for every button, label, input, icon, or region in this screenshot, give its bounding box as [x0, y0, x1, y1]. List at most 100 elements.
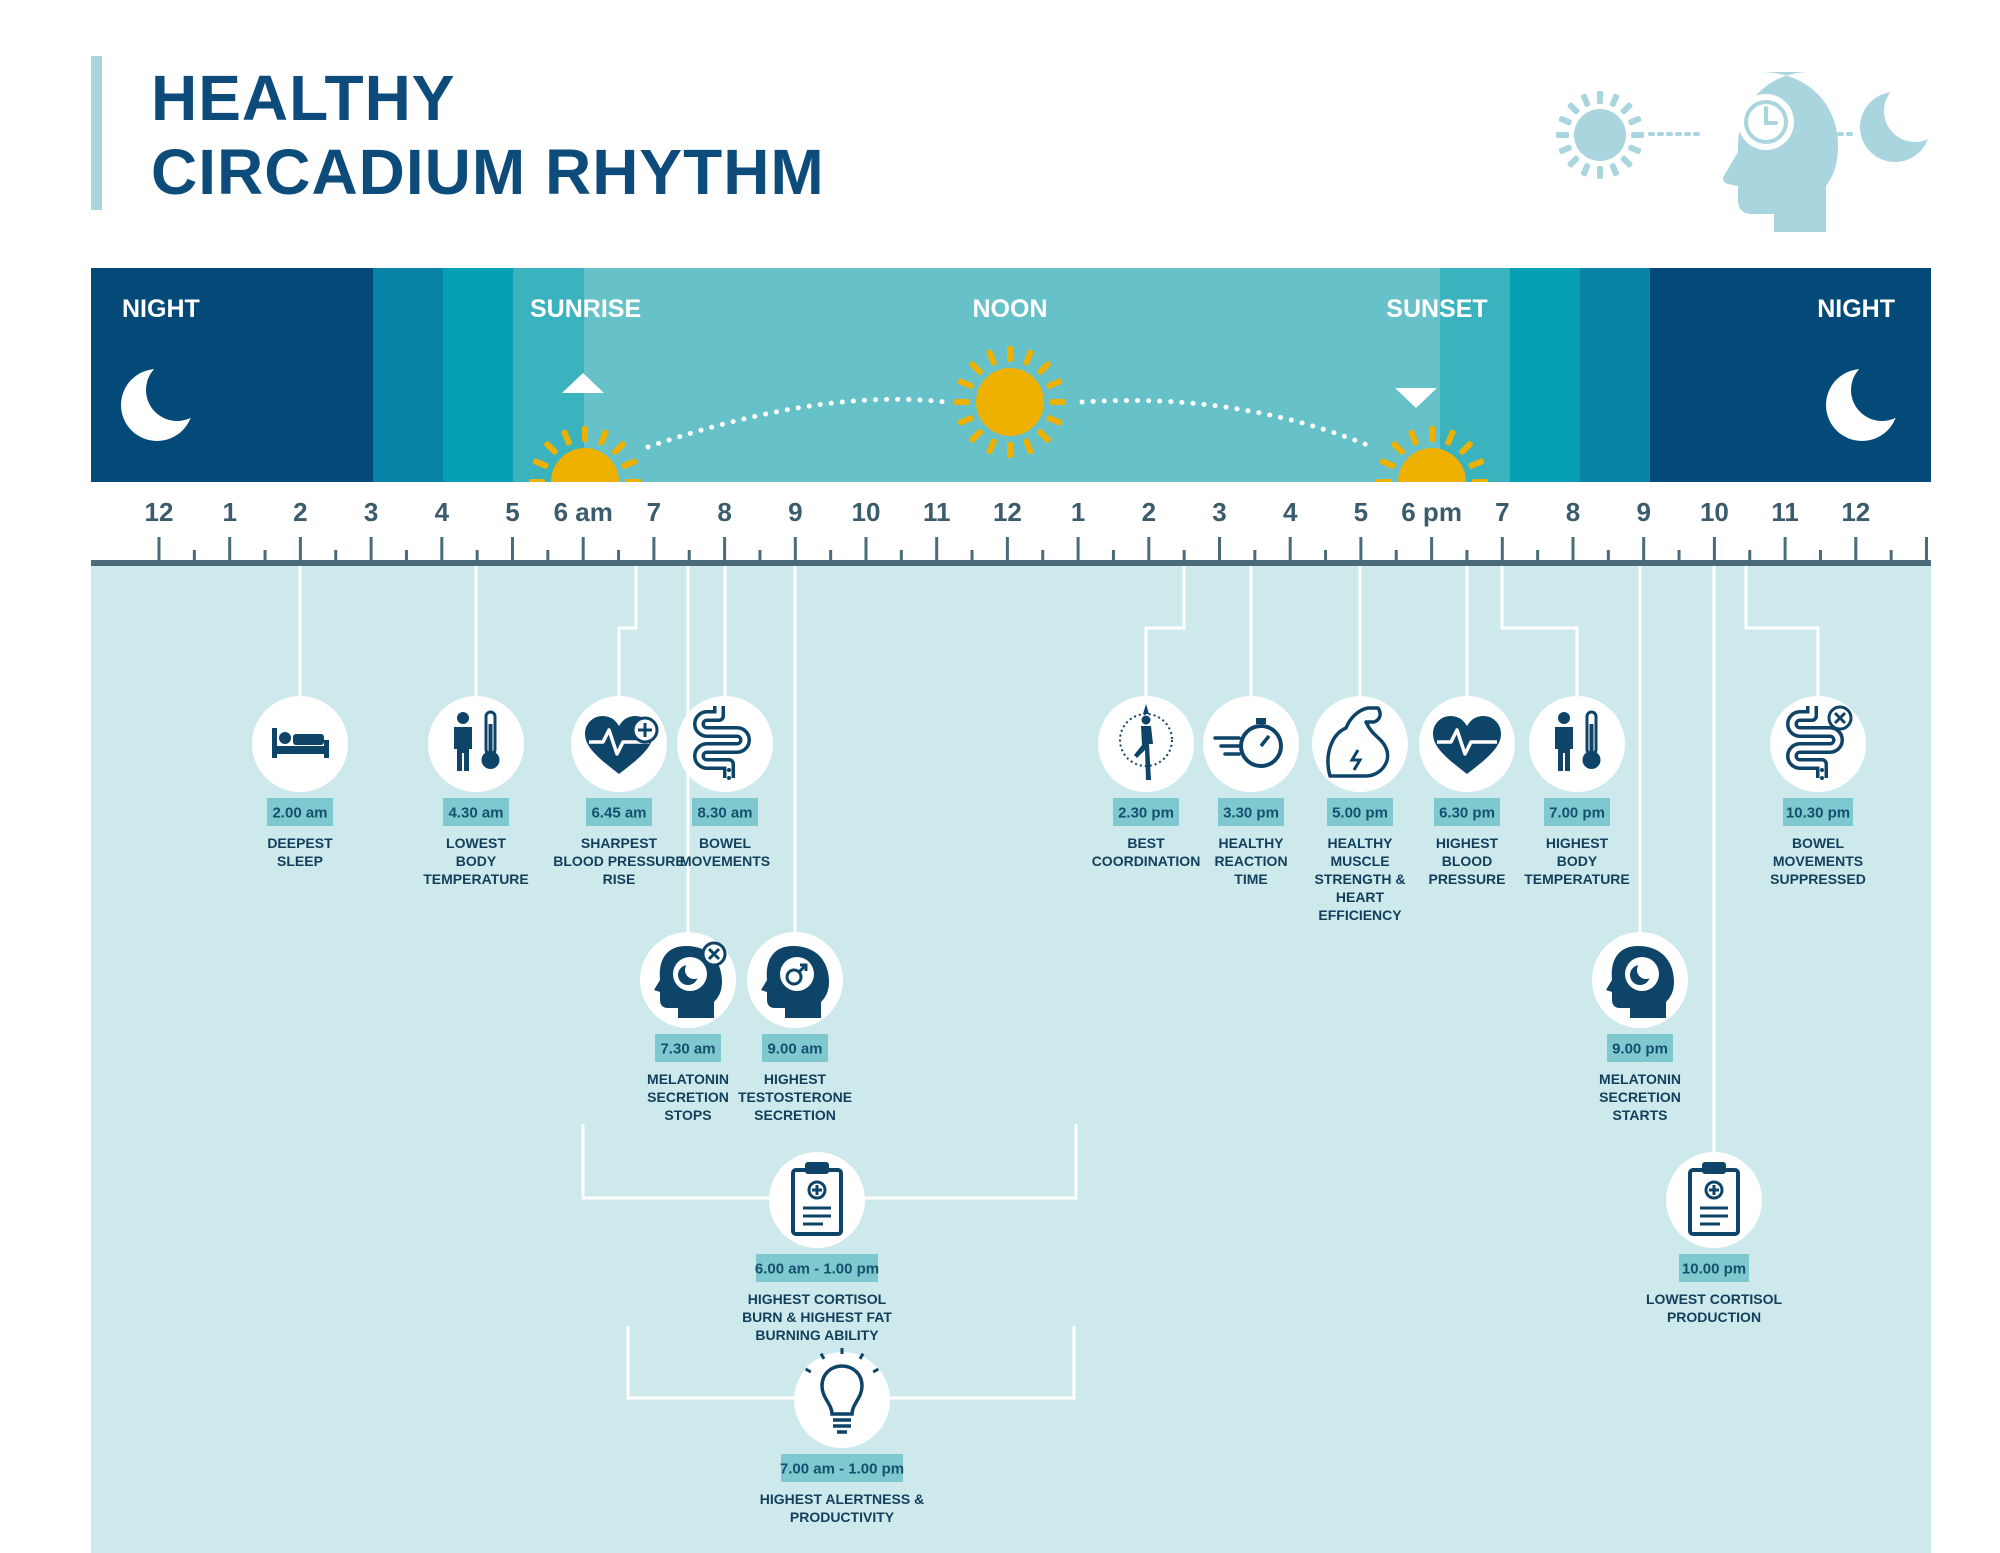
event-description: EFFICIENCY — [1318, 907, 1402, 923]
hour-label: 3 — [1212, 497, 1226, 527]
person-thermometer-icon — [1555, 710, 1601, 771]
event-time: 10.30 pm — [1786, 805, 1850, 822]
event-time: 6.45 am — [591, 805, 646, 822]
event-time-tag — [1679, 1254, 1749, 1282]
event-description: PRODUCTIVITY — [790, 1509, 895, 1525]
event-time-tag — [762, 1034, 828, 1062]
title-line-2: CIRCADIUM RHYTHM — [151, 136, 825, 208]
event-time: 7.00 pm — [1549, 805, 1605, 822]
intestine-cross-icon — [1786, 705, 1853, 780]
event-icon-circle — [794, 1352, 890, 1448]
event-time: 3.30 pm — [1223, 805, 1279, 822]
heart-pulse-icon — [1433, 715, 1501, 774]
event-time-tag — [1434, 798, 1500, 826]
event-description: HEALTHY — [1218, 835, 1284, 851]
event-time: 8.30 am — [697, 805, 752, 822]
head-moon-cross-icon — [654, 941, 727, 1018]
title-line-1: HEALTHY — [151, 62, 456, 134]
event-description: STRENGTH & — [1315, 871, 1406, 887]
event-time-tag — [1607, 1034, 1673, 1062]
event-node: 7.00 am - 1.00 pm HIGHEST ALERTNESS & PROD… — [760, 1348, 924, 1525]
event-description: SECRETION — [754, 1107, 836, 1123]
event-time-tag — [1113, 798, 1179, 826]
hour-label: 11 — [923, 497, 951, 527]
event-description: HEART — [1336, 889, 1385, 905]
event-description: RISE — [603, 871, 636, 887]
moon-icon — [1860, 80, 1946, 162]
moon-icon — [121, 359, 208, 441]
hour-label: 3 — [364, 497, 378, 527]
event-description: BODY — [456, 853, 497, 869]
muscle-arm-icon — [1326, 706, 1390, 778]
event-description: LOWEST — [446, 835, 506, 851]
hour-label: 1 — [1071, 497, 1085, 527]
bed-icon — [272, 728, 329, 758]
event-time: 9.00 am — [767, 1041, 822, 1058]
event-time-tag — [1783, 798, 1853, 826]
event-description: REACTION — [1214, 853, 1287, 869]
event-description: BOWEL — [699, 835, 752, 851]
event-time-tag — [1544, 798, 1610, 826]
event-description: BURN & HIGHEST FAT — [742, 1309, 892, 1325]
event-description: BEST — [1127, 835, 1165, 851]
event-description: STOPS — [664, 1107, 711, 1123]
event-description: PRESSURE — [1428, 871, 1505, 887]
event-description: DEEPEST — [267, 835, 333, 851]
hour-label: 7 — [647, 497, 661, 527]
rising-sun-icon — [529, 426, 641, 482]
hour-label: 8 — [1566, 497, 1580, 527]
event-description: BOWEL — [1792, 835, 1845, 851]
band-label-sunset: SUNSET — [1386, 295, 1487, 323]
lightbulb-icon — [804, 1348, 880, 1434]
band-label-night-left: NIGHT — [122, 295, 200, 323]
hour-label: 12 — [993, 497, 1022, 527]
event-time-tag — [655, 1034, 721, 1062]
event-description: BODY — [1557, 853, 1598, 869]
event-description: PRODUCTION — [1667, 1309, 1761, 1325]
event-description: STARTS — [1613, 1107, 1668, 1123]
sun-icon — [1556, 91, 1644, 179]
event-icon-circle — [1529, 696, 1625, 792]
hour-label: 10 — [1700, 497, 1729, 527]
event-description: BURNING ABILITY — [755, 1327, 879, 1343]
noon-sun-icon — [954, 346, 1066, 458]
hour-label: 4 — [435, 497, 450, 527]
event-description: HIGHEST ALERTNESS & — [760, 1491, 924, 1507]
event-icon-circle — [428, 696, 524, 792]
head-moon-icon — [1606, 946, 1674, 1018]
hour-label: 10 — [852, 497, 881, 527]
hour-label: 9 — [788, 497, 802, 527]
band-label-sunrise: SUNRISE — [530, 295, 641, 323]
event-description: BLOOD PRESSURE — [553, 853, 684, 869]
event-description: MOVEMENTS — [680, 853, 770, 869]
event-description: BLOOD — [1442, 853, 1493, 869]
event-description: MUSCLE — [1330, 853, 1389, 869]
event-time: 6.30 pm — [1439, 805, 1495, 822]
event-time: 10.00 pm — [1682, 1261, 1746, 1278]
hour-label: 11 — [1771, 497, 1799, 527]
moon-icon — [1826, 359, 1913, 441]
band-label-night-right: NIGHT — [1817, 295, 1895, 323]
event-time: 2.30 pm — [1118, 805, 1174, 822]
event-description: MOVEMENTS — [1773, 853, 1863, 869]
hour-label: 12 — [145, 497, 174, 527]
event-description: HEALTHY — [1327, 835, 1393, 851]
event-description: HIGHEST — [1546, 835, 1609, 851]
event-time-tag — [756, 1254, 878, 1282]
event-node: 8.30 am BOWEL MOVEMENTS — [677, 696, 773, 869]
event-time: 4.30 am — [448, 805, 503, 822]
event-description: SECRETION — [647, 1089, 729, 1105]
hour-label: 12 — [1841, 497, 1870, 527]
event-description: SECRETION — [1599, 1089, 1681, 1105]
event-time: 7.00 am - 1.00 pm — [780, 1461, 904, 1478]
hour-label: 7 — [1495, 497, 1509, 527]
hour-label: 2 — [1142, 497, 1156, 527]
heart-pulse-plus-icon — [585, 715, 659, 774]
head-male-icon — [761, 946, 829, 1018]
